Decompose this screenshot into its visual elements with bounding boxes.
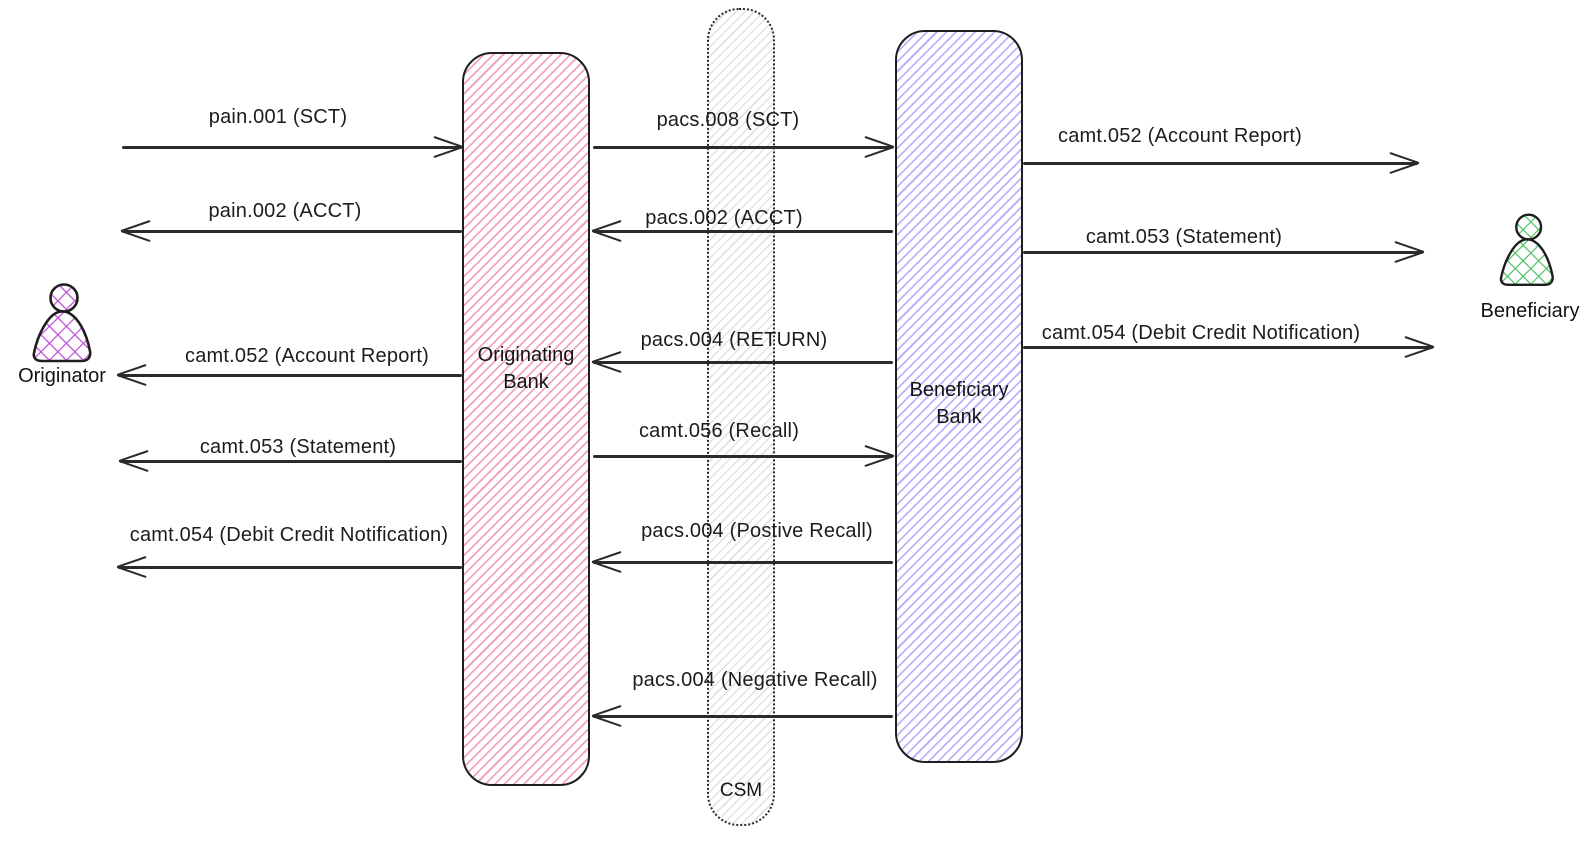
originating-bank-label: Originating Bank [477, 344, 575, 393]
message-label: pacs.002 (ACCT) [645, 207, 803, 229]
message-label: pacs.004 (Negative Recall) [632, 669, 878, 691]
message-arrow [1023, 346, 1433, 349]
message-label: camt.053 (Statement) [199, 436, 397, 458]
message-label: pacs.008 (SCT) [656, 109, 800, 131]
beneficiary-bank-label: Beneficiary Bank [909, 379, 1009, 428]
message-label: pain.002 (ACCT) [208, 200, 362, 222]
message-label: camt.054 (Debit Credit Notification) [129, 524, 449, 546]
beneficiary-bank-node: Beneficiary Bank [895, 30, 1023, 763]
message-arrow [593, 715, 893, 718]
message-label: pain.001 (SCT) [208, 106, 348, 128]
message-label: camt.052 (Account Report) [185, 345, 429, 367]
message-arrow [120, 460, 462, 463]
message-arrow [593, 230, 893, 233]
message-arrow [122, 230, 462, 233]
message-label: camt.053 (Statement) [1085, 226, 1283, 248]
message-arrow [122, 146, 462, 149]
message-arrow [593, 561, 893, 564]
message-label: pacs.004 (RETURN) [640, 329, 828, 351]
message-arrow [593, 455, 893, 458]
csm-label: CSM [719, 780, 763, 801]
message-label: camt.054 (Debit Credit Notification) [1041, 322, 1361, 344]
csm-node: CSM [707, 8, 775, 826]
message-label: camt.056 (Recall) [638, 420, 800, 442]
originator-person-icon [32, 283, 92, 363]
originating-bank-node: Originating Bank [462, 52, 590, 786]
message-arrow [593, 146, 893, 149]
message-arrow [1023, 162, 1418, 165]
message-label: pacs.004 (Postive Recall) [641, 520, 873, 542]
message-arrow [118, 374, 462, 377]
message-arrow [1023, 251, 1423, 254]
originator-label: Originator [18, 365, 106, 387]
message-arrow [593, 361, 893, 364]
beneficiary-label: Beneficiary [1480, 300, 1580, 322]
message-arrow [118, 566, 462, 569]
beneficiary-person-icon [1499, 213, 1554, 287]
message-label: camt.052 (Account Report) [1058, 125, 1302, 147]
